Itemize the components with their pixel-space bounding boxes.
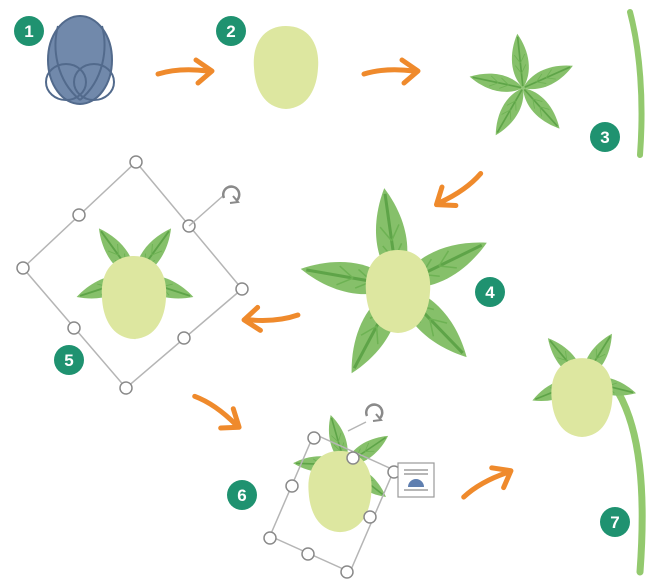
arrow-5-to-6 xyxy=(189,385,246,436)
selection-handle[interactable] xyxy=(263,531,277,545)
step-3-stem xyxy=(627,9,645,158)
step-4-combined xyxy=(287,174,508,387)
step-3-leaf-star xyxy=(463,28,582,142)
selection-handle[interactable] xyxy=(16,261,30,275)
selection-handle[interactable] xyxy=(301,547,315,561)
selection-handle[interactable] xyxy=(119,381,133,395)
selection-handle[interactable] xyxy=(307,431,321,445)
step-7-finished-flower xyxy=(525,327,641,438)
rotate-icon[interactable] xyxy=(365,403,384,422)
svg-text:5: 5 xyxy=(64,351,73,370)
step-6-selection-frame[interactable] xyxy=(263,403,401,579)
step-2-badge: 2 xyxy=(216,16,246,46)
selection-handle[interactable] xyxy=(285,479,299,493)
step-2-bloom xyxy=(253,26,319,109)
layout-options-icon[interactable] xyxy=(397,462,435,498)
svg-text:6: 6 xyxy=(237,486,246,505)
selection-handle[interactable] xyxy=(363,510,377,524)
step-6-badge: 6 xyxy=(227,480,257,510)
arrow-4-to-5 xyxy=(244,306,299,331)
selection-handle[interactable] xyxy=(346,451,360,465)
step-7-stem xyxy=(614,388,646,576)
selection-handle[interactable] xyxy=(235,282,249,296)
svg-text:1: 1 xyxy=(24,22,33,41)
arrow-2-to-3 xyxy=(364,60,418,83)
step-1-bud xyxy=(45,15,115,105)
svg-text:4: 4 xyxy=(485,283,495,302)
selection-handle[interactable] xyxy=(67,321,81,335)
step-5-selection-frame[interactable] xyxy=(16,155,249,395)
step-5-selected-group xyxy=(74,223,196,339)
step-4-badge: 4 xyxy=(475,277,505,307)
step-7-badge: 7 xyxy=(600,507,630,537)
step-3-badge: 3 xyxy=(590,122,620,152)
arrow-3-to-4 xyxy=(430,166,488,214)
selection-handle[interactable] xyxy=(129,155,143,169)
step-1-badge: 1 xyxy=(14,16,44,46)
arrow-6-to-7 xyxy=(458,461,517,505)
svg-text:2: 2 xyxy=(226,22,235,41)
selection-handle[interactable] xyxy=(72,208,86,222)
step-5-badge: 5 xyxy=(54,345,84,375)
rotate-icon[interactable] xyxy=(222,185,241,204)
arrow-1-to-2 xyxy=(158,60,212,83)
svg-text:7: 7 xyxy=(610,513,619,532)
selection-handle[interactable] xyxy=(177,331,191,345)
svg-text:3: 3 xyxy=(600,128,609,147)
selection-handle[interactable] xyxy=(340,565,354,579)
